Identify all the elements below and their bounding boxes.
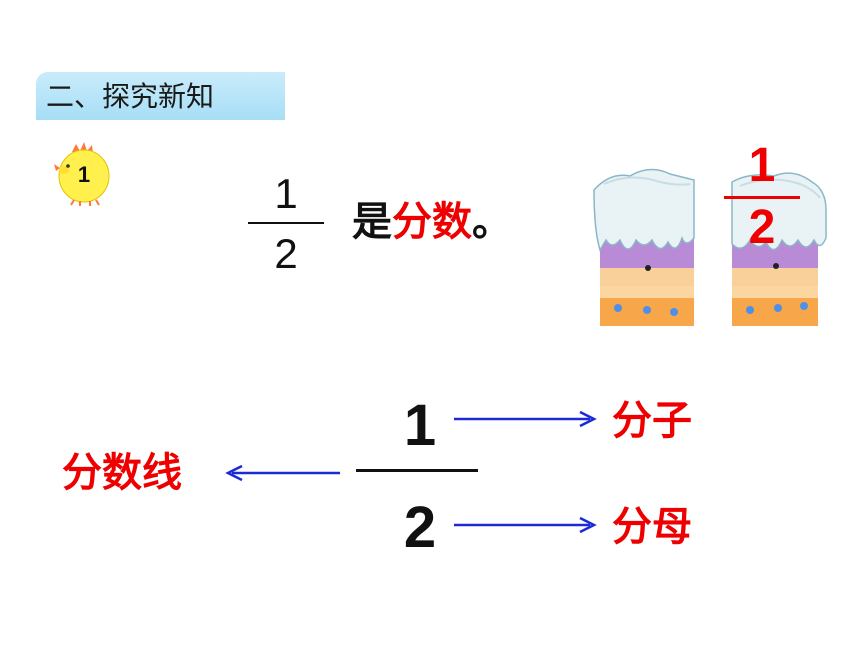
statement-highlight: 分数 [392,199,472,245]
statement-text: 是分数。 [352,196,512,248]
cake-fraction-bar [724,196,800,199]
section-title-text: 二、探究新知 [46,80,215,113]
numerator-arrow [454,410,597,428]
section-title: 二、探究新知 [36,72,285,120]
diagram-fraction-line [356,469,478,472]
cake-fraction: 1 2 [722,138,802,256]
statement-prefix: 是 [352,199,392,245]
statement-fraction-bar [248,222,324,224]
cake-halves-image [593,168,827,326]
denominator-arrow [454,516,597,534]
statement-fraction-denominator: 2 [274,230,298,277]
statement-fraction: 1 2 [248,168,324,280]
fraction-line-label: 分数线 [62,450,182,496]
statement-fraction-numerator: 1 [274,170,298,217]
diagram-denominator: 2 [403,495,437,560]
statement-suffix: 。 [472,199,512,245]
chick-icon [54,142,110,206]
cake-right-half [731,172,827,326]
denominator-label: 分母 [612,504,692,550]
example-badge: 1 [52,138,116,206]
fraction-line-arrow [225,464,340,482]
cake-fraction-denominator: 2 [748,201,776,254]
cake-left-half [593,168,695,326]
cake-fraction-numerator: 1 [748,139,776,192]
numerator-label: 分子 [612,398,692,444]
example-number: 1 [77,162,91,187]
diagram-numerator: 1 [403,393,437,458]
